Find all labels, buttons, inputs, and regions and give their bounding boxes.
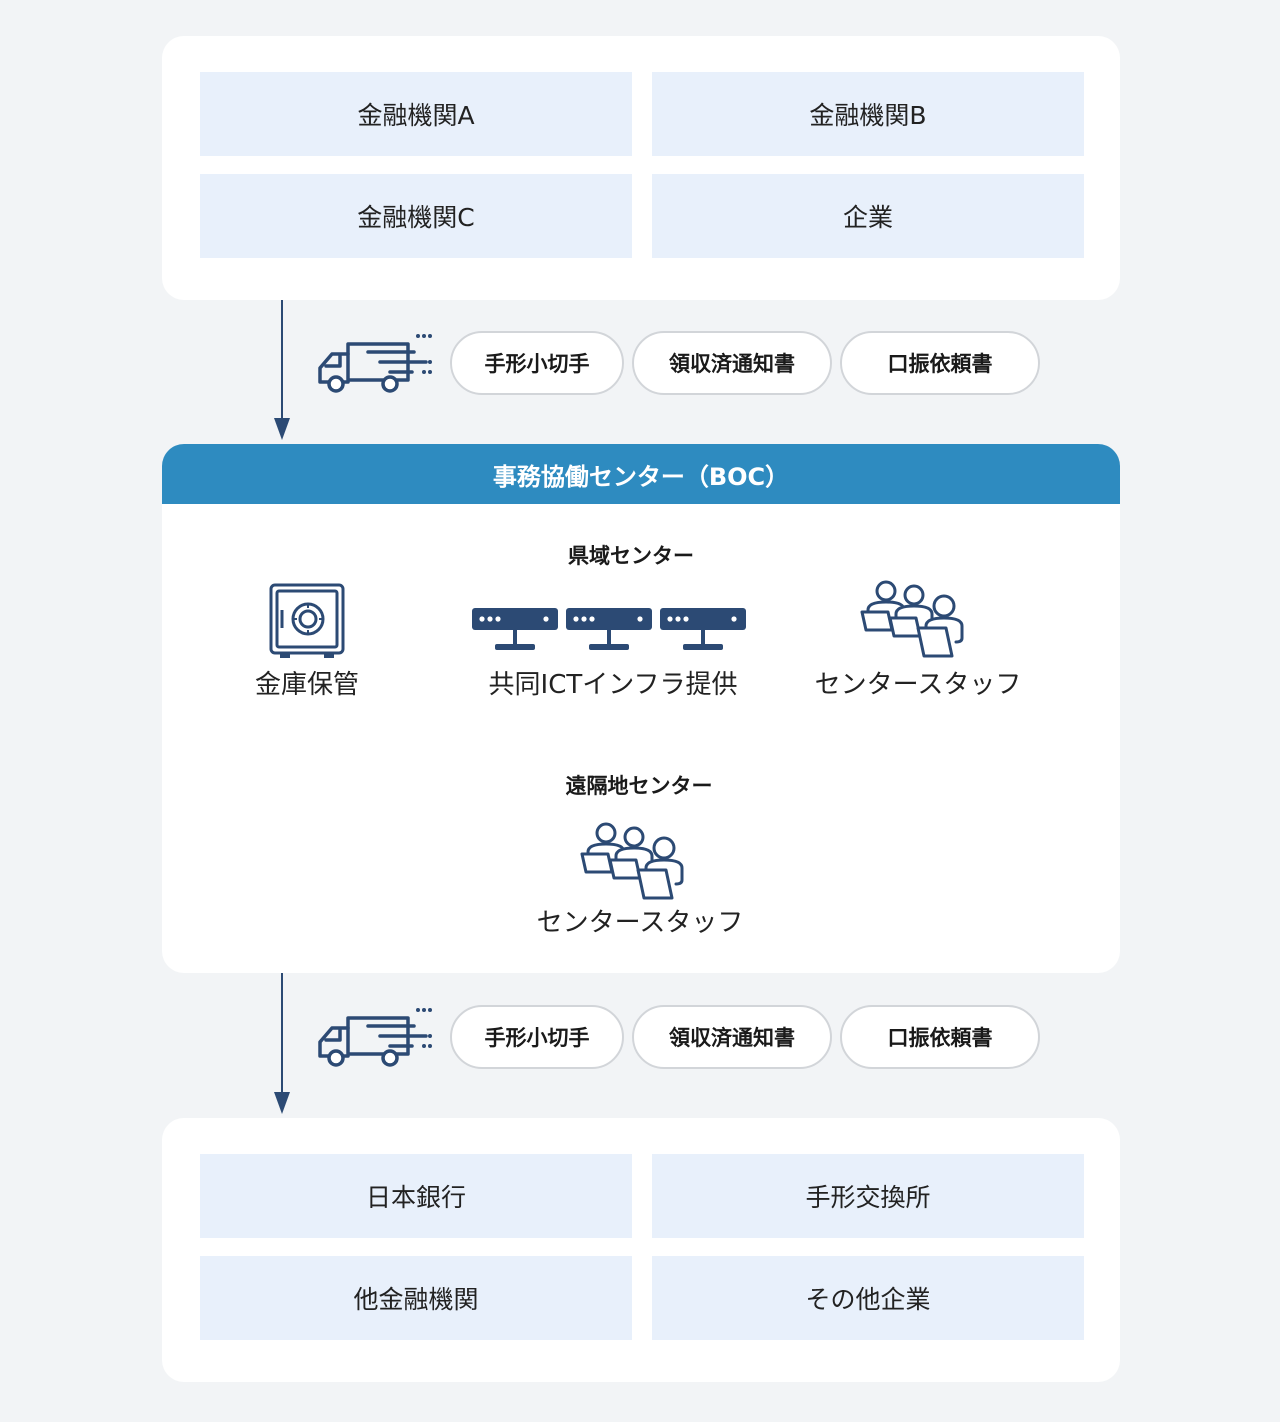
- entity-box: 金融機関C: [200, 174, 632, 258]
- boc-panel: 事務協働センター（BOC） 県域センター 金庫保管: [162, 444, 1120, 973]
- safe-storage-label: 金庫保管: [254, 670, 359, 700]
- center-staff-label: センタースタッフ: [814, 670, 1022, 700]
- boc-header: 事務協働センター（BOC）: [162, 444, 1120, 504]
- flow-arrow-line: [281, 300, 283, 420]
- document-pill: 口振依頼書: [840, 331, 1040, 395]
- entity-box: 他金融機関: [200, 1256, 632, 1340]
- ict-infrastructure-label: 共同ICTインフラ提供: [488, 670, 738, 700]
- prefecture-center-title: 県域センター: [568, 544, 694, 568]
- document-pill: 手形小切手: [450, 1005, 624, 1069]
- delivery-truck-icon: [318, 1008, 432, 1067]
- center-staff-label: センタースタッフ: [536, 908, 744, 938]
- staff-group-icon: [860, 580, 964, 658]
- entity-box: 金融機関B: [652, 72, 1084, 156]
- server-icon: [472, 608, 746, 650]
- document-pill: 手形小切手: [450, 331, 624, 395]
- arrow-down-icon: [274, 418, 290, 440]
- entity-box: 日本銀行: [200, 1154, 632, 1238]
- entity-box: 手形交換所: [652, 1154, 1084, 1238]
- flow-arrow-line: [281, 973, 283, 1095]
- delivery-truck-icon: [318, 334, 432, 393]
- source-entities-panel: 金融機関A 金融機関B 金融機関C 企業: [162, 36, 1120, 300]
- entity-box: 金融機関A: [200, 72, 632, 156]
- document-pill: 領収済通知書: [632, 1005, 832, 1069]
- document-pill: 口振依頼書: [840, 1005, 1040, 1069]
- arrow-down-icon: [274, 1092, 290, 1114]
- entity-box: 企業: [652, 174, 1084, 258]
- safe-icon: [269, 583, 345, 658]
- staff-group-icon: [580, 822, 684, 900]
- remote-center-title: 遠隔地センター: [565, 774, 713, 798]
- document-pill: 領収済通知書: [632, 331, 832, 395]
- destination-entities-panel: 日本銀行 手形交換所 他金融機関 その他企業: [162, 1118, 1120, 1382]
- entity-box: その他企業: [652, 1256, 1084, 1340]
